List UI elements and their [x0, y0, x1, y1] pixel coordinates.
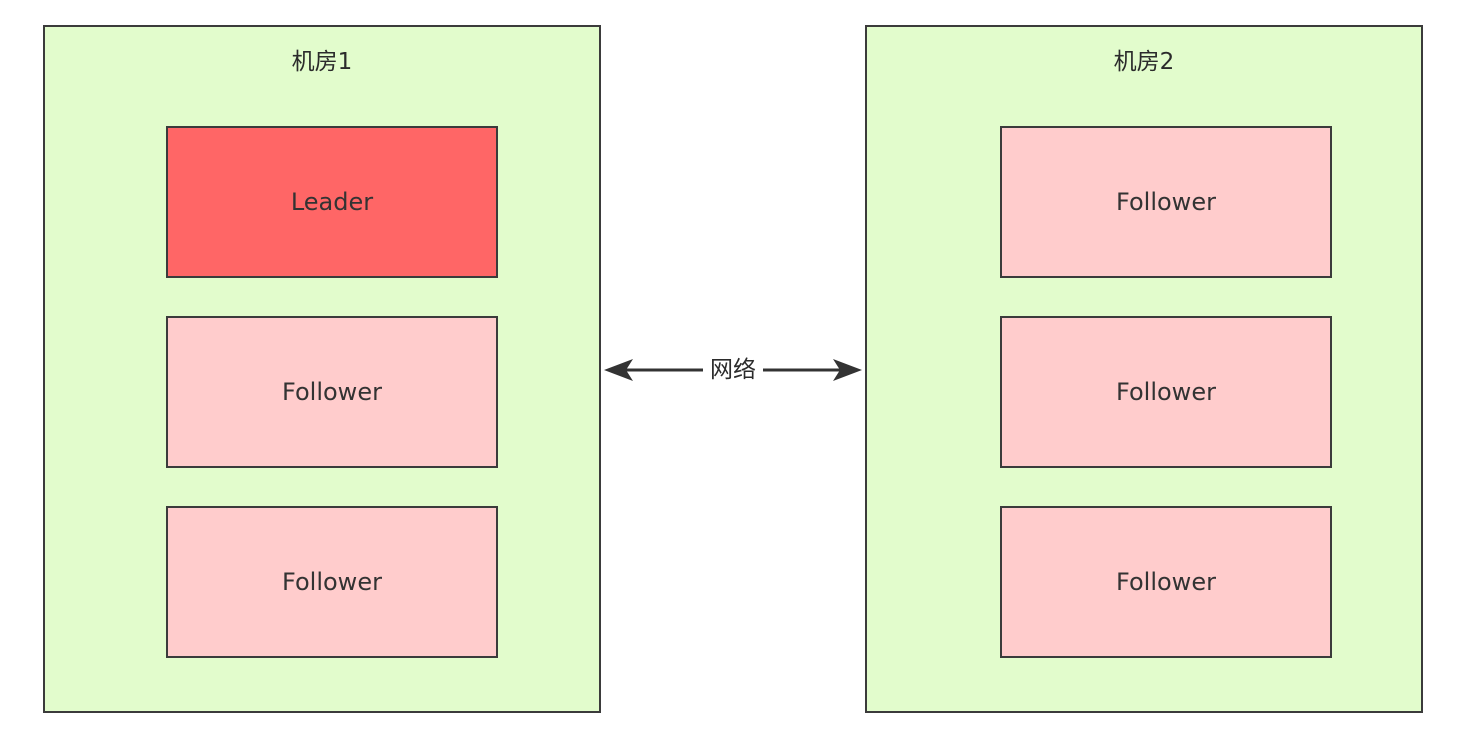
room-2-follower-node-3: Follower	[1000, 506, 1332, 658]
room-1-follower-node-2: Follower	[166, 506, 498, 658]
room-1-follower-node-1: Follower	[166, 316, 498, 468]
room-2-follower-node-2: Follower	[1000, 316, 1332, 468]
room-2-follower-node-1: Follower	[1000, 126, 1332, 278]
network-link-label: 网络	[703, 352, 763, 388]
room-2-container: 机房2 Follower Follower Follower	[865, 25, 1423, 713]
room-1-container: 机房1 Leader Follower Follower	[43, 25, 601, 713]
room-1-leader-node: Leader	[166, 126, 498, 278]
room-2-title: 机房2	[1113, 49, 1175, 75]
network-link-right-arrowhead	[833, 359, 862, 381]
room-1-title: 机房1	[291, 49, 353, 75]
network-link-left-arrowhead	[604, 359, 633, 381]
